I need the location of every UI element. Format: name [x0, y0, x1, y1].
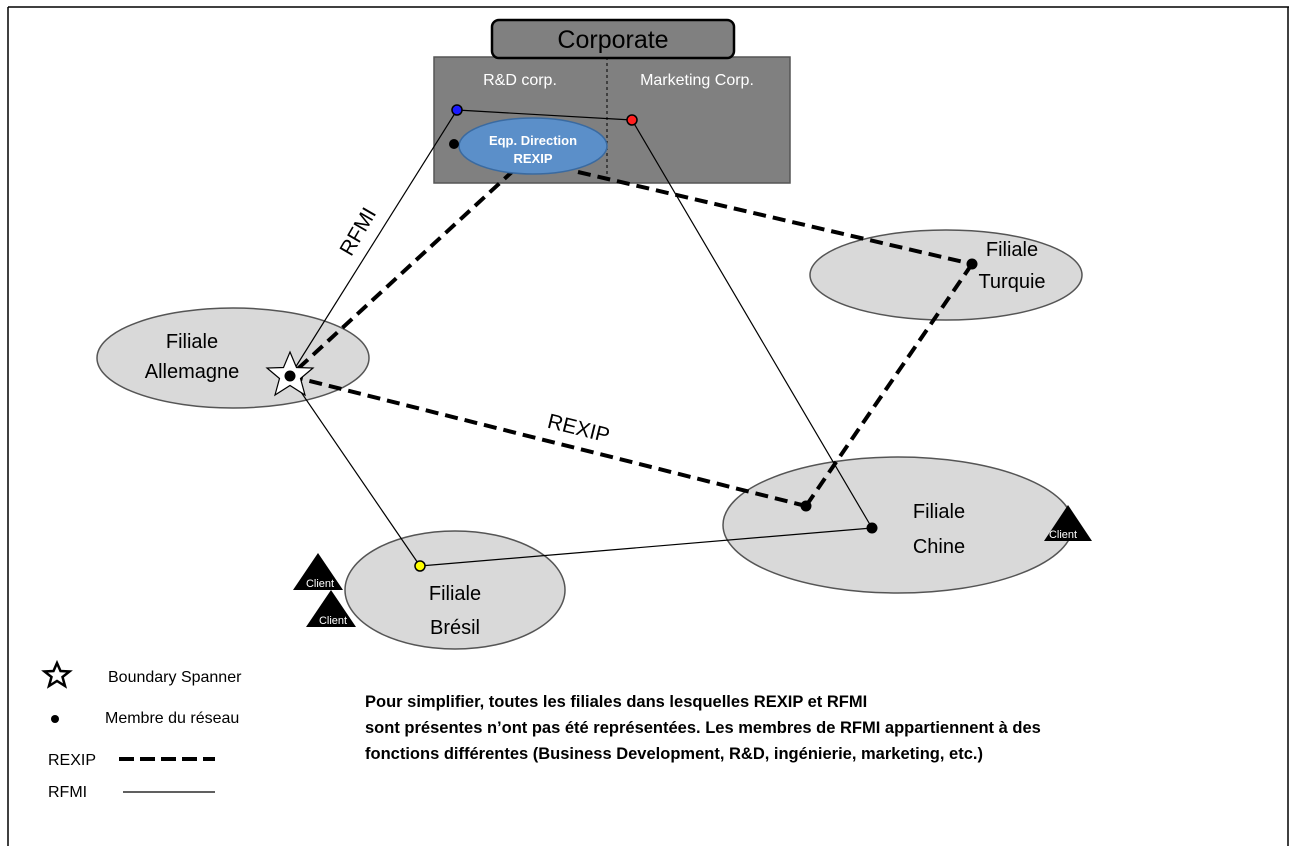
subsidiary-chine — [722, 456, 1074, 594]
node-direction-member — [449, 139, 459, 149]
note-line-3: fonctions différentes (Business Developm… — [365, 745, 983, 763]
explanatory-note: Pour simplifier, toutes les filiales dan… — [365, 689, 1265, 767]
rexip-links — [288, 168, 974, 508]
legend-star-icon — [41, 659, 73, 689]
bresil-label-line1: Filiale — [429, 583, 481, 605]
direction-label-line1: Eqp. Direction — [489, 133, 577, 148]
note-line-1: Pour simplifier, toutes les filiales dan… — [365, 693, 868, 711]
allemagne-label-line2: Allemagne — [145, 361, 240, 383]
turquie-label-line1: Filiale — [986, 239, 1038, 261]
client-bresil-upper-label: Client — [306, 578, 334, 590]
rfmi-link-rd-allemagne — [289, 109, 458, 377]
legend-rexip-label: REXIP — [48, 752, 96, 769]
direction-rexip-ellipse — [458, 117, 608, 175]
legend: Boundary Spanner Membre du réseau REXIP … — [41, 659, 242, 801]
node-marketing-corp — [626, 114, 638, 126]
marketing-corp-label: Marketing Corp. — [640, 72, 754, 89]
legend-boundary-spanner-label: Boundary Spanner — [108, 669, 242, 686]
legend-member-label: Membre du réseau — [105, 710, 239, 727]
rexip-link-direction-turquie — [577, 170, 973, 266]
rfmi-link-rd-marketing — [456, 109, 633, 121]
rexip-link-allemagne-chine — [289, 374, 807, 508]
node-turquie — [966, 258, 978, 270]
rfmi-link-bresil-chine — [419, 527, 873, 567]
direction-label-line2: REXIP — [513, 151, 552, 166]
rexip-link-turquie-chine — [804, 262, 974, 508]
chine-label-line1: Filiale — [913, 501, 965, 523]
rexip-link-label: REXIP — [545, 410, 612, 448]
turquie-label-line2: Turquie — [978, 271, 1045, 293]
rd-corp-label: R&D corp. — [483, 72, 557, 89]
chine-label-line2: Chine — [913, 536, 965, 558]
bresil-label-line2: Brésil — [430, 617, 480, 639]
subsidiary-bresil — [344, 530, 566, 650]
legend-rfmi-label: RFMI — [48, 784, 87, 801]
client-chine-label: Client — [1049, 529, 1077, 541]
allemagne-label-line1: Filiale — [166, 331, 218, 353]
node-chine-rfmi — [866, 522, 878, 534]
note-line-2: sont présentes n’ont pas été représentée… — [365, 719, 1041, 737]
subsidiary-turquie — [809, 229, 1083, 321]
node-rd-corp — [451, 104, 463, 116]
node-allemagne — [284, 370, 296, 382]
legend-member-icon — [51, 715, 59, 723]
client-bresil-lower-triangle — [306, 590, 356, 627]
rexip-link-direction-allemagne — [288, 168, 516, 378]
rfmi-link-allemagne-bresil — [289, 375, 421, 567]
corporate-title: Corporate — [557, 26, 668, 54]
rfmi-link-marketing-chine — [631, 119, 873, 529]
node-chine-rexip — [800, 500, 812, 512]
client-bresil-lower-label: Client — [319, 615, 347, 627]
client-bresil-upper-triangle — [293, 553, 343, 590]
rfmi-links — [289, 109, 873, 567]
corporate-title-box — [490, 18, 736, 60]
client-chine-triangle — [1044, 505, 1092, 541]
rfmi-link-label: RFMI — [336, 204, 382, 260]
subsidiary-allemagne — [96, 307, 370, 409]
node-bresil — [414, 560, 426, 572]
